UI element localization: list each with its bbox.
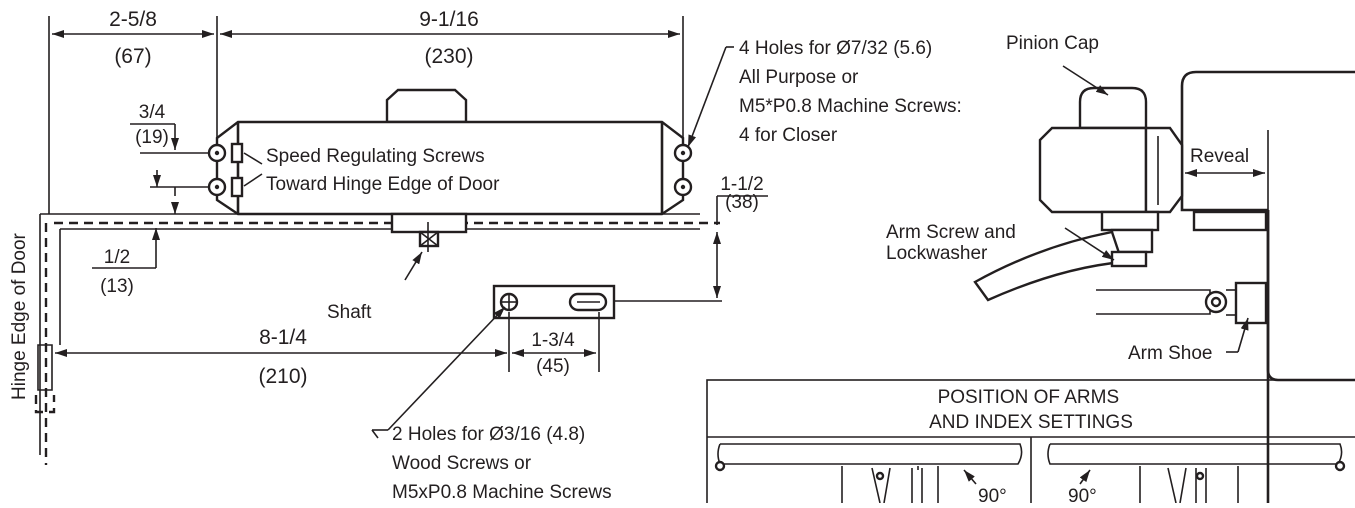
label-hinge-edge: Hinge Edge of Door [9, 232, 30, 400]
dim-1-3-4: 1-3/4 [531, 330, 575, 351]
note-4-holes: 4 Holes for Ø7/32 (5.6) All Purpose or M… [739, 38, 967, 146]
position-table [706, 379, 1355, 508]
note-2-holes: 2 Holes for Ø3/16 (4.8) Wood Screws or M… [392, 424, 612, 503]
dim-19: (19) [135, 127, 169, 148]
closer-body [215, 120, 685, 216]
shaft-block [390, 212, 468, 234]
arm-shoe [1234, 281, 1268, 325]
closer-side-body [1038, 126, 1148, 214]
dim-9-1-16: 9-1/16 [419, 8, 479, 31]
dim-210: (210) [258, 365, 307, 388]
closer-cap [385, 88, 468, 124]
label-shaft: Shaft [327, 302, 372, 323]
angle-left: 90° [978, 486, 1007, 503]
angle-right: 90° [1068, 486, 1097, 503]
dim-67: (67) [114, 45, 151, 68]
side-view-drawing [973, 65, 1355, 503]
top-view-drawing: 2-5/8 (67) 9-1/16 (230) 3/4 (19) [34, 8, 768, 465]
arm-position-right [1047, 443, 1346, 504]
pinion-cap [1078, 86, 1148, 130]
dim-230: (230) [424, 45, 473, 68]
label-arm-screw: Arm Screw and Lockwasher [886, 222, 1021, 264]
label-reveal: Reveal [1190, 146, 1249, 167]
table-title: POSITION OF ARMS AND INDEX SETTINGS [929, 387, 1133, 433]
label-arm-shoe: Arm Shoe [1128, 343, 1212, 364]
dim-1-2: 1/2 [104, 247, 130, 268]
note-speed-screws: Speed Regulating Screws Toward Hinge Edg… [266, 146, 500, 195]
arm-position-left [714, 443, 1023, 504]
dim-45: (45) [536, 356, 570, 377]
dim-2-5-8: 2-5/8 [109, 8, 157, 31]
dim-8-1-4: 8-1/4 [259, 326, 307, 349]
dim-3-4: 3/4 [139, 102, 166, 123]
label-pinion-cap: Pinion Cap [1006, 33, 1099, 54]
dim-38: (38) [725, 192, 759, 213]
dim-1-1-2: 1-1/2 [720, 174, 763, 195]
arm [973, 230, 1124, 302]
dim-13: (13) [100, 276, 134, 297]
